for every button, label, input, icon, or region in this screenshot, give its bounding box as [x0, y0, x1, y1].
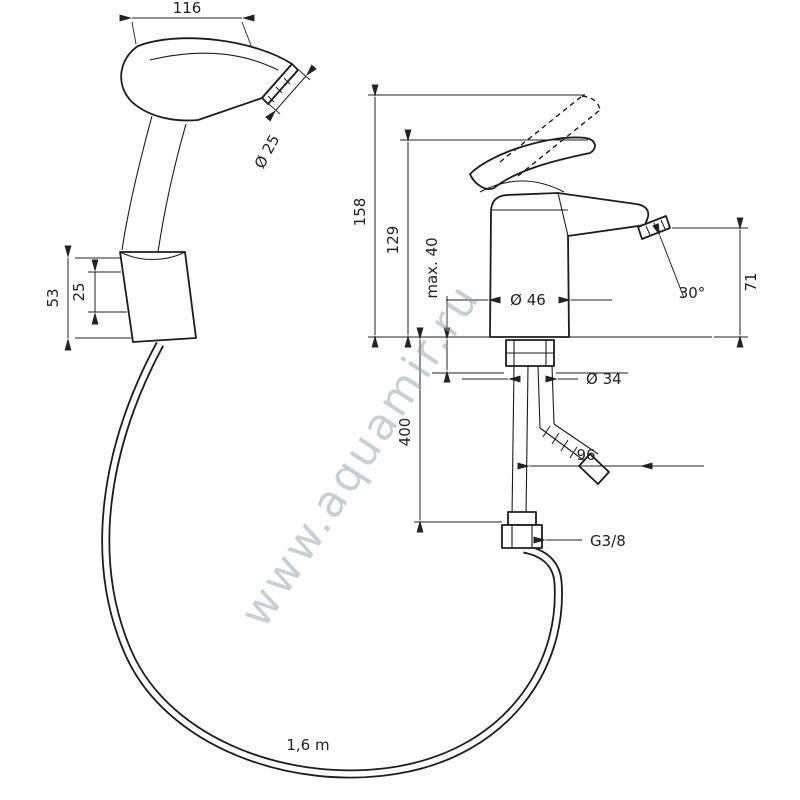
faucet-body	[489, 192, 650, 338]
lever-raised-dashed	[499, 95, 601, 177]
label-total-height: 158	[351, 198, 369, 227]
label-holder-height: 53	[44, 288, 62, 307]
straight-supply-pipe	[511, 365, 529, 519]
dim-holder: 53 25	[44, 245, 132, 351]
handle-dome	[479, 180, 565, 193]
label-max-deck-thickness: max. 40	[423, 237, 441, 298]
sprayer-head	[120, 37, 293, 122]
dim-pipe-length: 400	[396, 327, 502, 533]
lever-handle	[469, 136, 596, 190]
watermark-text: www.aquamir.ru	[230, 274, 490, 636]
faucet	[428, 95, 712, 374]
sprayer-handle-right-edge	[157, 123, 187, 253]
label-base-diameter: Ø 46	[510, 291, 546, 309]
dimension-annotations: 116 Ø 25 53 25 158	[44, 0, 760, 754]
label-handle-height: 129	[384, 226, 402, 255]
label-hose-length: 1,6 m	[286, 736, 329, 754]
label-pipe-length: 400	[396, 418, 414, 447]
wall-holder	[119, 251, 197, 343]
label-thread-size: G3/8	[590, 532, 626, 550]
g38-connection-nut	[501, 511, 543, 549]
dim-spout-angle: 30°	[652, 223, 706, 302]
shower-hose	[101, 341, 563, 779]
spout-junction-line	[557, 192, 569, 237]
label-shank-diameter: Ø 34	[586, 370, 622, 388]
dim-max-deck: max. 40	[423, 237, 451, 383]
dim-handle-height: 129	[384, 129, 588, 348]
label-spout-height: 71	[742, 272, 760, 291]
holder-body	[119, 251, 197, 343]
dim-base-diameter: Ø 46	[446, 291, 612, 309]
label-nozzle-diameter: Ø 25	[251, 132, 284, 172]
label-holder-spacing: 25	[70, 282, 88, 301]
holder-opening	[119, 251, 186, 260]
label-head-width: 116	[173, 0, 202, 17]
sprayer-handle-left-edge	[121, 115, 153, 251]
label-outlet-offset: 96	[576, 446, 595, 464]
dim-shank-diameter: Ø 34	[462, 370, 622, 388]
dim-outlet-offset: 96	[517, 446, 704, 470]
dim-spout-height: 71	[672, 217, 760, 348]
dim-head-width: 116	[119, 0, 255, 49]
label-spout-angle: 30°	[679, 284, 706, 302]
dim-thread-size: G3/8	[533, 532, 626, 550]
